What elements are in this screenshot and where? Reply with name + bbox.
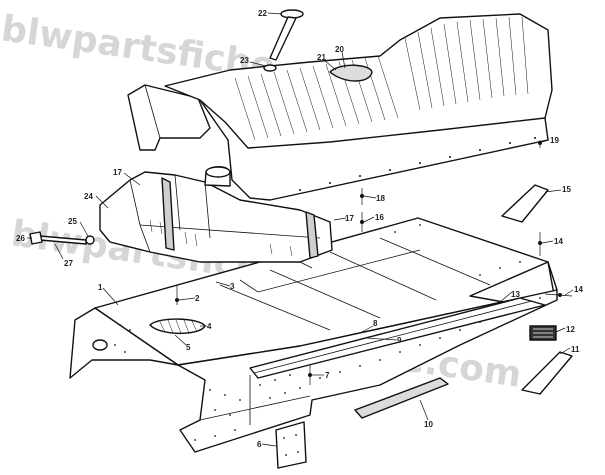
callout-17-left: 17 bbox=[113, 168, 122, 177]
callout-17-right: 17 bbox=[345, 214, 354, 223]
seat-assembly bbox=[127, 13, 553, 201]
fasteners bbox=[175, 140, 573, 385]
callout-21: 21 bbox=[317, 53, 326, 62]
callout-25: 25 bbox=[68, 217, 77, 226]
callout-12: 12 bbox=[566, 325, 575, 334]
bracket-15 bbox=[501, 184, 549, 223]
callout-6: 6 bbox=[257, 440, 262, 449]
callout-24: 24 bbox=[84, 192, 93, 201]
bracket-11 bbox=[521, 351, 573, 395]
callout-4: 4 bbox=[207, 322, 212, 331]
callout-18: 18 bbox=[376, 194, 385, 203]
running-board-strip bbox=[249, 297, 546, 379]
callout-15: 15 bbox=[562, 185, 571, 194]
callouts: 1 2 3 4 5 6 7 8 9 10 11 12 13 14 14 15 1… bbox=[16, 9, 583, 449]
reflector-12 bbox=[529, 325, 557, 341]
fuel-fitting bbox=[29, 231, 95, 245]
callout-23: 23 bbox=[240, 56, 249, 65]
callout-14-lower: 14 bbox=[574, 285, 583, 294]
callout-27: 27 bbox=[64, 259, 73, 268]
callout-2: 2 bbox=[195, 294, 200, 303]
fuel-tank bbox=[99, 166, 333, 263]
callout-11: 11 bbox=[571, 345, 580, 354]
fuel-cap bbox=[263, 9, 304, 72]
callout-16: 16 bbox=[375, 213, 384, 222]
callout-7: 7 bbox=[325, 371, 330, 380]
callout-26: 26 bbox=[16, 234, 25, 243]
callout-1: 1 bbox=[98, 283, 103, 292]
leader-lines bbox=[27, 12, 574, 447]
callout-22: 22 bbox=[258, 9, 267, 18]
plate-6 bbox=[275, 421, 307, 469]
callout-8: 8 bbox=[373, 319, 378, 328]
callout-10: 10 bbox=[424, 420, 433, 429]
callout-3: 3 bbox=[230, 282, 235, 291]
pad-10 bbox=[354, 377, 449, 419]
callout-14-upper: 14 bbox=[554, 237, 563, 246]
callout-13: 13 bbox=[511, 290, 520, 299]
callout-20: 20 bbox=[335, 45, 344, 54]
callout-9: 9 bbox=[397, 336, 402, 345]
callout-19: 19 bbox=[550, 136, 559, 145]
callout-5: 5 bbox=[186, 343, 191, 352]
